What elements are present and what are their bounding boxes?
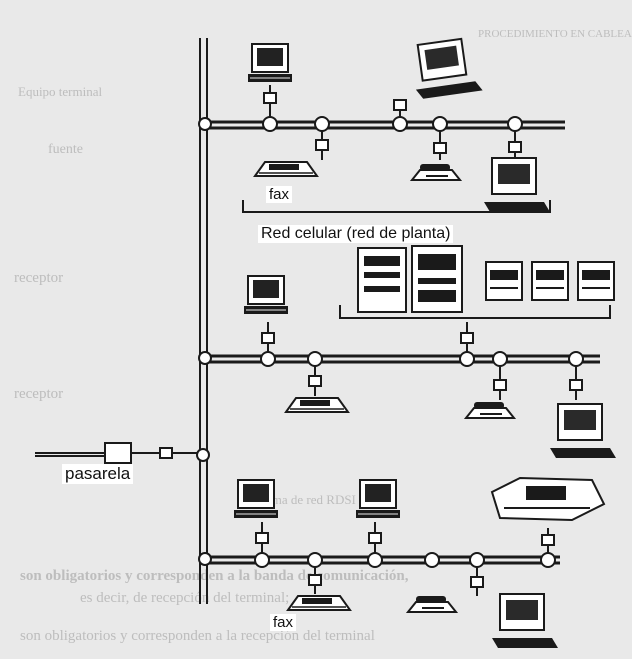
- bus-3-drops: [255, 522, 555, 596]
- bus-node: [507, 116, 523, 132]
- bg-text-fuente: fuente: [48, 142, 83, 157]
- telephone-icon: [411, 163, 461, 181]
- label-pasarela: pasarela: [62, 464, 134, 484]
- bg-text-receptor-2: receptor: [14, 386, 64, 402]
- bg-text-receptor-1: receptor: [14, 270, 64, 286]
- connector: [261, 332, 275, 344]
- fax-machine-icon: [285, 397, 349, 413]
- label-fax-bottom: fax: [270, 614, 297, 632]
- terminal-pc-icon: [243, 275, 289, 315]
- connector: [263, 92, 277, 104]
- bus-node: [367, 552, 383, 568]
- bus-node: [459, 351, 475, 367]
- bus-node: [492, 351, 508, 367]
- printer-icon: [531, 261, 569, 301]
- connector: [493, 379, 507, 391]
- bus-node: [469, 552, 485, 568]
- fax-printer-combo-icon: [490, 476, 606, 522]
- bus-node: [432, 116, 448, 132]
- junction-node: [198, 117, 212, 131]
- gateway-link: [35, 442, 210, 464]
- fax-machine-icon: [254, 161, 318, 177]
- terminal-pc-icon: [233, 479, 279, 519]
- bus-2: [198, 351, 600, 367]
- connector: [541, 534, 555, 546]
- server-group: [357, 245, 463, 313]
- connector: [159, 447, 173, 459]
- bus-1-drops: [263, 85, 522, 160]
- connector: [308, 574, 322, 586]
- connector: [393, 99, 407, 111]
- label-red-celular: Red celular (red de planta): [258, 225, 454, 244]
- workstation-icon: [408, 35, 484, 101]
- bus-node: [392, 116, 408, 132]
- bus-node: [307, 552, 323, 568]
- bus-node: [307, 351, 323, 367]
- terminal-pc-icon: [355, 479, 401, 519]
- workstation-icon: [549, 403, 617, 459]
- connector: [508, 141, 522, 153]
- bus-node: [260, 351, 276, 367]
- printer-icon: [485, 261, 523, 301]
- connector: [433, 142, 447, 154]
- telephone-icon: [407, 595, 457, 613]
- telephone-icon: [465, 401, 515, 419]
- bus-node: [314, 116, 330, 132]
- bg-text-equipo: Equipo terminal: [18, 84, 103, 99]
- bg-line-2: es decir, de recepción del terminal;: [80, 590, 290, 606]
- junction-node: [196, 448, 210, 462]
- bus-node: [424, 552, 440, 568]
- connector: [368, 532, 382, 544]
- bg-text-top-right: PROCEDIMIENTO EN CABLEADO: [478, 28, 632, 40]
- backbone: [199, 38, 208, 604]
- gateway-box: [104, 442, 132, 464]
- terminal-pc-icon: [247, 43, 293, 83]
- bus-1: [198, 116, 565, 132]
- label-fax-top: fax: [266, 186, 293, 204]
- workstation-icon: [491, 593, 559, 649]
- junction-node: [198, 351, 212, 365]
- bracket-top: [242, 200, 551, 213]
- bus-3: [198, 552, 560, 568]
- printer-icon: [577, 261, 615, 301]
- bus-node: [262, 116, 278, 132]
- bus-node: [540, 552, 556, 568]
- connector: [255, 532, 269, 544]
- connector: [308, 375, 322, 387]
- bus-2-drops: [261, 322, 583, 400]
- junction-node: [198, 552, 212, 566]
- connector: [569, 379, 583, 391]
- bus-node: [568, 351, 584, 367]
- connector: [470, 576, 484, 588]
- connector: [315, 139, 329, 151]
- fax-machine-icon: [287, 595, 351, 611]
- bg-line-3: son obligatorios y corresponden a la rec…: [20, 628, 375, 644]
- connector: [460, 332, 474, 344]
- bracket-servers: [339, 305, 611, 319]
- workstation-icon: [483, 157, 551, 213]
- bus-node: [254, 552, 270, 568]
